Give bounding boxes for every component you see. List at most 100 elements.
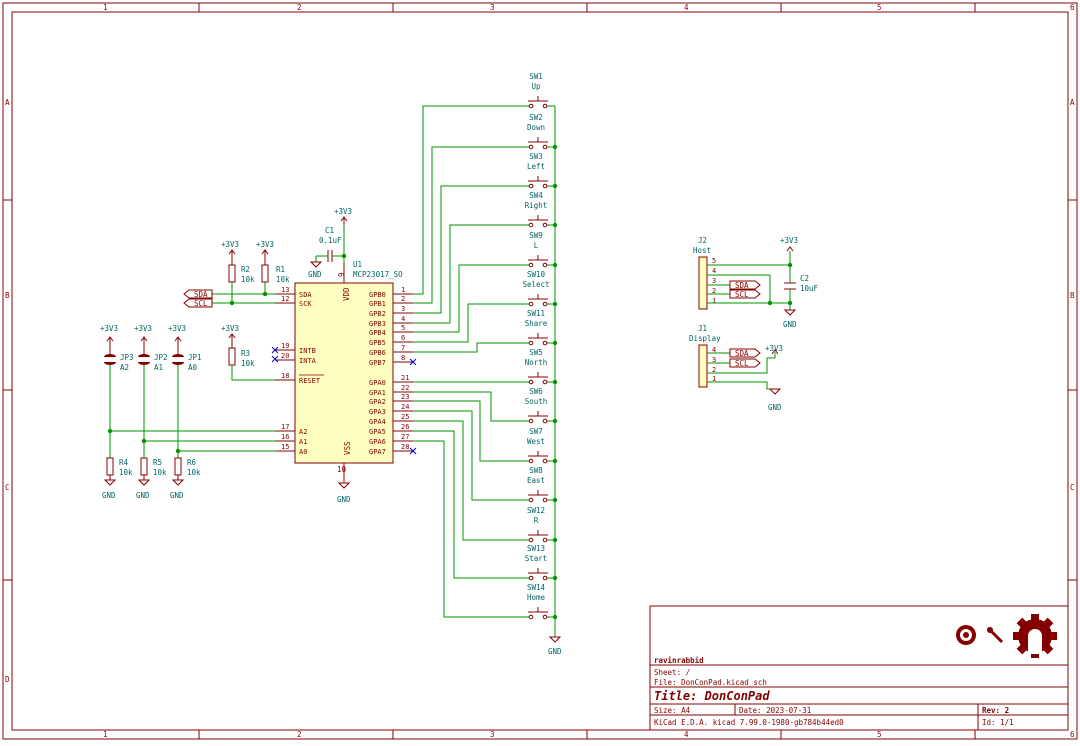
- c1-ref: C1: [325, 226, 334, 235]
- tb-sheet: Sheet: /: [654, 668, 690, 677]
- switch-ref: SW6: [529, 387, 543, 396]
- svg-text:3: 3: [712, 356, 716, 364]
- r5-resistor[interactable]: R5 10k: [140, 457, 167, 477]
- r4-resistor[interactable]: R4 10k: [106, 457, 133, 477]
- row-label: D: [5, 675, 10, 684]
- power-3v3-j2: +3V3: [780, 236, 798, 252]
- u1-pin-number: 24: [401, 403, 409, 411]
- switch-ref: SW4: [529, 191, 543, 200]
- svg-text:GND: GND: [308, 270, 322, 279]
- jp1-jumper[interactable]: JP1 A0: [172, 353, 202, 372]
- jp3-jumper[interactable]: JP3 A2: [104, 353, 134, 372]
- svg-text:+3V3: +3V3: [256, 240, 274, 249]
- switch-value: Share: [525, 319, 548, 328]
- u1-ref: U1: [353, 260, 362, 269]
- u1-pin-number: 7: [401, 344, 405, 352]
- u1-pin-number: 28: [401, 443, 409, 451]
- u1-mcp23017[interactable]: U1 MCP23017_SO VDD VSS 9 10 SDA13SCK12IN…: [275, 260, 417, 483]
- u1-pin-name: GPA4: [369, 418, 386, 426]
- col-label: 5: [877, 3, 882, 12]
- u1-pin-number: 12: [281, 295, 289, 303]
- svg-text:+3V3: +3V3: [780, 236, 798, 245]
- jp2-value: A1: [154, 363, 163, 372]
- u1-vdd-pin: 9: [337, 272, 346, 277]
- u1-pin-name: GPA0: [369, 379, 386, 387]
- col-label: 2: [297, 3, 302, 12]
- row-labels-left: A B C D: [5, 98, 10, 684]
- switch-value: Right: [525, 201, 548, 210]
- u1-pin-name: A0: [299, 448, 307, 456]
- r3-value: 10k: [241, 359, 255, 368]
- u1-pin-name: INTA: [299, 357, 317, 365]
- tb-size: Size: A4: [654, 706, 691, 715]
- r6-ref: R6: [187, 458, 197, 467]
- u1-pin-number: 13: [281, 286, 289, 294]
- u1-pin-name: GPB5: [369, 339, 386, 347]
- switch-value: L: [534, 241, 539, 250]
- u1-pin-number: 22: [401, 384, 409, 392]
- c1-value: 0.1uF: [319, 236, 342, 245]
- u1-pin-number: 25: [401, 413, 409, 421]
- j2-host-connector[interactable]: J2 Host 5 4 3 2 1: [693, 236, 716, 310]
- svg-text:GND: GND: [783, 320, 797, 329]
- u1-pin-number: 27: [401, 433, 409, 441]
- svg-text:+3V3: +3V3: [765, 344, 783, 353]
- tb-title: Title: DonConPad: [654, 689, 770, 703]
- r1-resistor[interactable]: R1 10k: [261, 264, 290, 284]
- r4-value: 10k: [119, 468, 133, 477]
- col-label: 6: [1070, 3, 1075, 12]
- r1-value: 10k: [276, 275, 290, 284]
- r2-resistor[interactable]: R2 10k: [228, 264, 255, 284]
- r3-ref: R3: [241, 349, 250, 358]
- c1-capacitor[interactable]: C1 0.1uF: [319, 226, 342, 262]
- r3-resistor[interactable]: R3 10k: [228, 347, 255, 368]
- column-labels-top: 1 2 3 4 5 6: [103, 3, 1075, 12]
- jp2-jumper[interactable]: JP2 A1: [138, 353, 168, 372]
- u1-left-pins: SDA13SCK12INTB19INTA20RESET18A217A116A01…: [275, 286, 324, 456]
- u1-pin-name: GPA2: [369, 398, 386, 406]
- r1-ref: R1: [276, 265, 285, 274]
- svg-text:GND: GND: [768, 403, 782, 412]
- switch-value: Select: [522, 280, 549, 289]
- switch-value: Start: [525, 554, 548, 563]
- switch-ref: SW2: [529, 113, 543, 122]
- u1-vss-label: VSS: [343, 441, 352, 455]
- power-3v3-u1: +3V3: [334, 207, 352, 225]
- net-label-scl-j2: SCL: [729, 289, 761, 299]
- u1-right-pins: GPB01GPB12GPB23GPB34GPB45GPB56GPB67GPB78…: [369, 286, 417, 456]
- switch-ref: SW13: [527, 544, 545, 553]
- u1-pin-name: RESET: [299, 377, 321, 385]
- u1-pin-number: 19: [281, 342, 289, 350]
- switch-value: Left: [527, 162, 545, 171]
- u1-pin-number: 3: [401, 305, 405, 313]
- net-label-scl-u1: SCL: [183, 298, 213, 308]
- power-3v3-jp1: +3V3: [168, 324, 186, 333]
- column-labels-bottom: 1 2 3 4 5 6: [103, 730, 1075, 739]
- c2-capacitor[interactable]: C2 10uF: [784, 274, 819, 293]
- svg-text:5: 5: [712, 257, 716, 265]
- u1-pin-number: 17: [281, 423, 289, 431]
- j1-display-connector[interactable]: J1 Display 4 3 2 1: [689, 324, 721, 388]
- row-label: B: [1070, 291, 1075, 300]
- u1-pin-name: INTB: [299, 347, 316, 355]
- gnd-r6: GND: [170, 491, 184, 500]
- switch-ref: SW1: [529, 72, 543, 81]
- r6-resistor[interactable]: R6 10k: [174, 457, 201, 477]
- net-label-sda-j1: SDA: [729, 348, 761, 358]
- u1-pin-name: SDA: [299, 291, 312, 299]
